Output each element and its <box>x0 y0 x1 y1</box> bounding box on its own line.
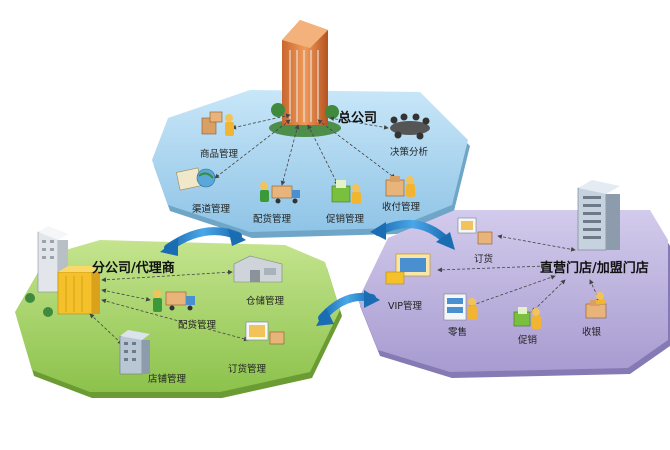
stores-title: 直营门店/加盟门店 <box>540 260 649 276</box>
store-building-icon <box>119 330 150 375</box>
cashier-register-icon <box>585 292 607 319</box>
stores-promotion-icon <box>513 307 541 329</box>
hq-goods-label: 商品管理 <box>200 148 239 160</box>
store-region <box>358 210 670 378</box>
branch-ordering-label: 订货管理 <box>228 363 267 375</box>
goods-management-icon <box>201 111 234 136</box>
link-hq-stores <box>370 220 455 250</box>
hq-spokes <box>214 113 396 186</box>
branch-distribution-label: 配货管理 <box>178 319 217 331</box>
hq-distribution-label: 配货管理 <box>253 213 292 225</box>
promotion-management-icon <box>331 180 361 204</box>
warehouse-icon <box>233 255 283 283</box>
branch-store-label: 店铺管理 <box>148 373 187 385</box>
hq-distribution-truck-icon <box>260 182 300 204</box>
vip-display-icon <box>385 253 431 285</box>
branch-building-icon <box>25 226 100 317</box>
hq-channel-label: 渠道管理 <box>192 203 231 215</box>
branch-spokes <box>89 269 249 345</box>
order-computer-icon <box>457 217 493 245</box>
hq-decision-label: 决策分析 <box>390 146 429 158</box>
retail-shop-icon <box>443 293 477 321</box>
decision-meeting-icon <box>390 113 430 140</box>
ordering-computer-icon <box>245 321 285 345</box>
branch-title: 分公司/代理商 <box>92 260 175 276</box>
branch-warehouse-label: 仓储管理 <box>246 295 285 307</box>
payment-management-icon <box>385 176 415 197</box>
link-hq-branch <box>160 227 246 256</box>
stores-retail-label: 零售 <box>448 326 467 338</box>
channel-management-icon <box>176 167 216 191</box>
store-tower-icon <box>577 180 620 251</box>
hq-promotion-label: 促销管理 <box>326 213 365 225</box>
stores-cashier-label: 收银 <box>582 326 602 338</box>
hq-payment-label: 收付管理 <box>382 201 421 213</box>
stores-promotion-label: 促销 <box>518 334 538 346</box>
stores-order-label: 订货 <box>474 253 493 265</box>
branch-distribution-truck-icon <box>153 290 195 312</box>
hq-title: 总公司 <box>338 110 377 126</box>
link-branch-stores <box>316 290 380 326</box>
stores-vip-label: VIP管理 <box>388 300 423 312</box>
